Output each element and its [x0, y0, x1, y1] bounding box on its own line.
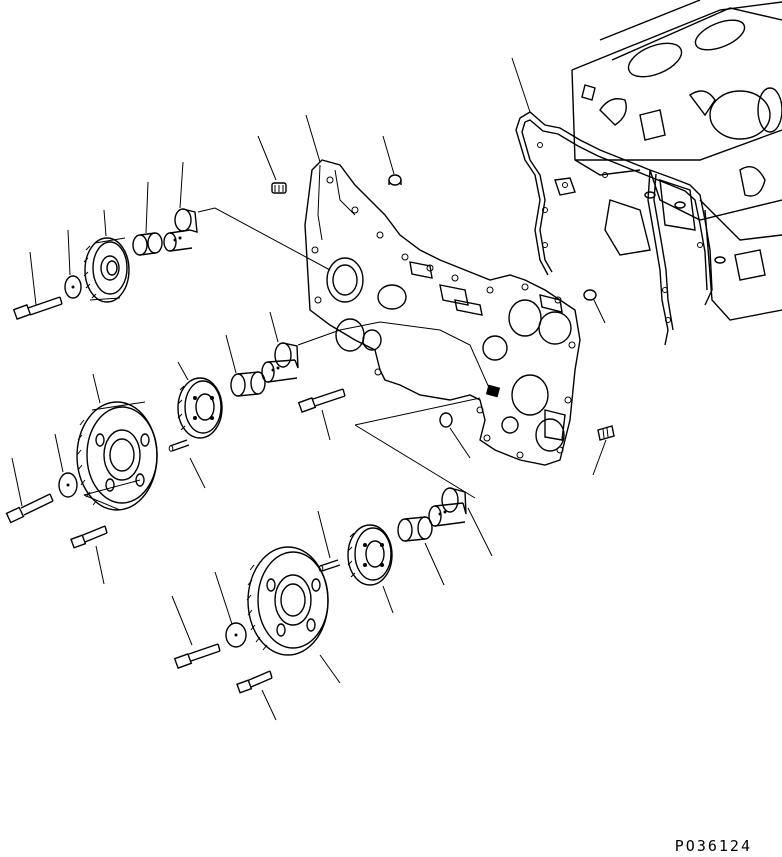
thrust-plates — [59, 276, 246, 647]
idler-shaft-middle — [262, 343, 298, 382]
bushing-upper — [133, 233, 162, 255]
bushings — [133, 233, 432, 541]
bolt-case — [299, 389, 345, 412]
plug-right-lower — [440, 413, 452, 427]
idler-shaft-lower — [429, 488, 466, 526]
front-cover-gasket — [516, 112, 712, 345]
dowel-pins — [169, 440, 340, 571]
idler-shaft-upper — [164, 209, 197, 251]
thrust-plate-middle — [59, 473, 77, 497]
leader-lines — [12, 58, 606, 720]
idler-shafts — [164, 209, 466, 526]
main-idler-gear — [77, 402, 157, 510]
figure-reference-code: PO36124 — [674, 837, 752, 855]
plug-right-upper — [584, 290, 596, 300]
thrust-plate-upper — [65, 276, 81, 298]
plug-screw-left — [272, 183, 286, 193]
bolt-middle-left — [7, 494, 53, 522]
plug-side-fitting — [598, 426, 614, 440]
bolts — [7, 297, 345, 693]
bushing-middle — [231, 372, 265, 396]
lower-idler-gear — [247, 547, 328, 655]
upper-idler-gear — [84, 238, 129, 302]
dowel-pin-lower — [320, 560, 340, 571]
assembly-lines — [84, 208, 490, 510]
bushing-lower — [398, 517, 432, 541]
small-gear-middle — [178, 378, 222, 438]
thrust-plate-lower — [226, 623, 246, 647]
timing-gear-case — [305, 160, 580, 465]
engine-block — [572, 0, 782, 320]
bolt-lower-short — [237, 671, 272, 693]
plug-top — [389, 175, 401, 185]
plugs — [272, 175, 614, 440]
bolt-middle-short — [71, 526, 107, 548]
small-gear-lower — [348, 525, 392, 585]
bolt-upper-left — [14, 297, 62, 319]
dowel-pin-middle — [170, 440, 189, 451]
bolt-lower-left — [175, 644, 220, 668]
